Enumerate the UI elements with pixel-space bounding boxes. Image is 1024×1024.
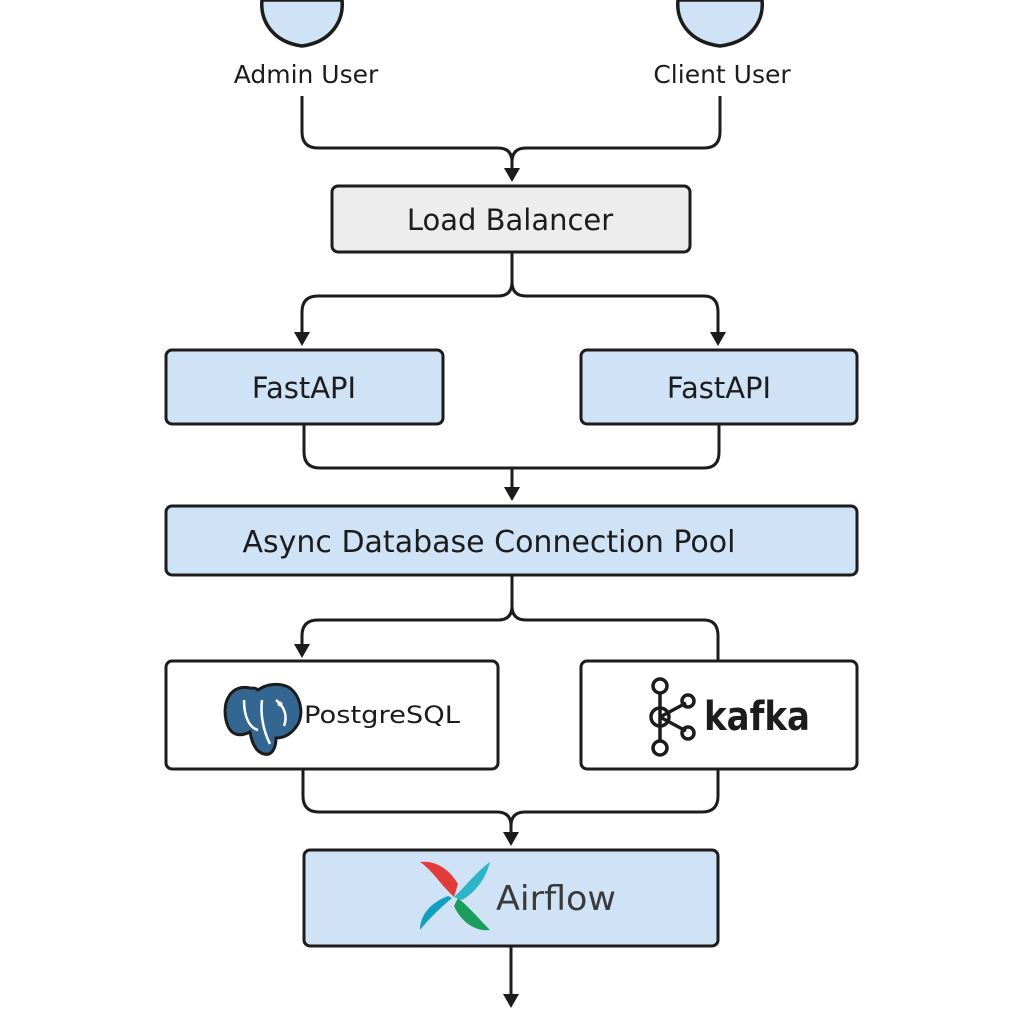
fastapi-left-label: FastAPI: [252, 371, 356, 405]
connector-airflow-out: [503, 947, 519, 1008]
connection-pool-node: Async Database Connection Pool: [164, 504, 859, 577]
admin-user-label: Admin User: [234, 60, 379, 89]
connector-pool-to-stores: [294, 576, 720, 660]
airflow-pinwheel-icon: [420, 861, 490, 931]
airflow-label: Airflow: [496, 879, 616, 919]
connector-users-to-load-balancer: [300, 96, 722, 182]
fastapi-node-right: FastAPI: [579, 348, 859, 426]
fastapi-node-left: FastAPI: [164, 348, 445, 426]
load-balancer-node: Load Balancer: [330, 184, 692, 254]
kafka-node: kafka: [579, 659, 859, 771]
connector-load-balancer-to-fastapi: [294, 253, 726, 346]
client-user-label: Client User: [653, 60, 791, 89]
connection-pool-label: Async Database Connection Pool: [243, 525, 736, 560]
kafka-icon: [649, 677, 696, 757]
client-user-icon: [676, 0, 764, 48]
connector-stores-to-airflow: [301, 770, 720, 846]
admin-user-icon: [260, 0, 344, 48]
kafka-label: kafka: [704, 694, 810, 740]
airflow-node: Airflow: [302, 848, 720, 948]
postgres-elephant-icon: [223, 682, 303, 756]
fastapi-right-label: FastAPI: [667, 371, 771, 405]
connector-fastapi-to-pool: [302, 425, 721, 501]
load-balancer-label: Load Balancer: [407, 203, 613, 237]
postgresql-label: PostgreSQL: [304, 701, 461, 729]
postgresql-node: PostgreSQL: [164, 659, 500, 771]
